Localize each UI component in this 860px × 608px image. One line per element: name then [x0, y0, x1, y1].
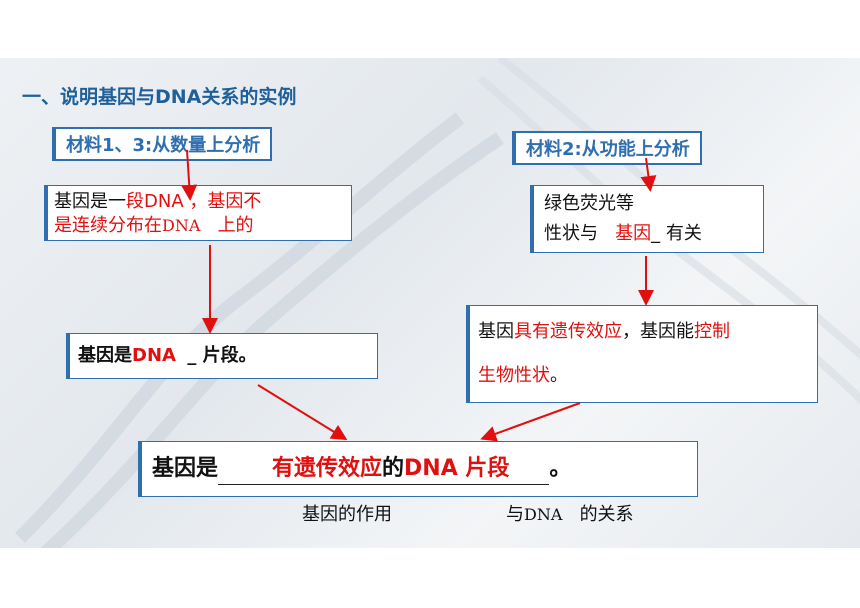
box4-text-c: ，基因能	[622, 321, 694, 342]
box2-line1: 绿色荧光等	[544, 193, 634, 214]
conclusion-text-e: 。	[549, 456, 572, 481]
box1-text-d: DNA	[162, 216, 201, 235]
box2-text-a: 性状与	[544, 223, 598, 244]
box2-text-b: 基因	[615, 223, 652, 244]
conclusion-text-d: DNA 片段	[404, 456, 510, 481]
caption-right-a: 与	[506, 504, 524, 525]
box-gene-is-dna: 基因是DNA _ 片段。	[66, 333, 378, 379]
caption-gene-function: 基因的作用	[302, 504, 392, 525]
caption-gene-dna-relation: 与DNA 的关系	[506, 503, 634, 527]
box1-text-c: 是连续分布在	[54, 215, 162, 236]
box-conclusion: 基因是 有遗传效应的DNA 片段 。	[138, 441, 698, 497]
box1-text-e: 上的	[217, 215, 254, 236]
box3-text-b: DNA	[132, 345, 176, 366]
box4-text-d: 控制	[694, 321, 730, 342]
box4-text-f: 。	[550, 365, 568, 386]
box-genetic-effect: 基因具有遗传效应，基因能控制 生物性状。	[466, 305, 818, 403]
box2-text-c: _ 有关	[651, 223, 702, 244]
tag-material-quantity: 材料1、3:从数量上分析	[52, 127, 273, 161]
section-heading: 一、说明基因与DNA关系的实例	[22, 86, 297, 108]
conclusion-text-a: 基因是	[152, 456, 219, 481]
box-gene-segment: 基因是一段DNA ，基因不 是连续分布在DNA 上的	[44, 185, 352, 241]
box3-text-a: 基因是	[78, 345, 132, 366]
box-trait-gene: 绿色荧光等 性状与 基因_ 有关	[530, 185, 764, 253]
conclusion-text-c: 的	[382, 456, 405, 481]
blank-underline-left	[218, 454, 273, 485]
box1-text-b: 段DNA ，基因不	[126, 191, 262, 212]
conclusion-text-b: 有遗传效应	[272, 456, 383, 481]
box4-text-e: 生物性状	[478, 365, 550, 386]
box1-text-a: 基因是一	[54, 191, 126, 212]
caption-right-c: 的关系	[579, 504, 634, 525]
tag-material-function: 材料2:从功能上分析	[512, 131, 702, 165]
box3-text-c: _ 片段。	[187, 345, 257, 366]
box4-text-a: 基因	[478, 321, 514, 342]
blank-underline-right	[509, 454, 550, 485]
box4-text-b: 具有遗传效应	[514, 321, 622, 342]
caption-right-b: DNA	[524, 505, 563, 524]
